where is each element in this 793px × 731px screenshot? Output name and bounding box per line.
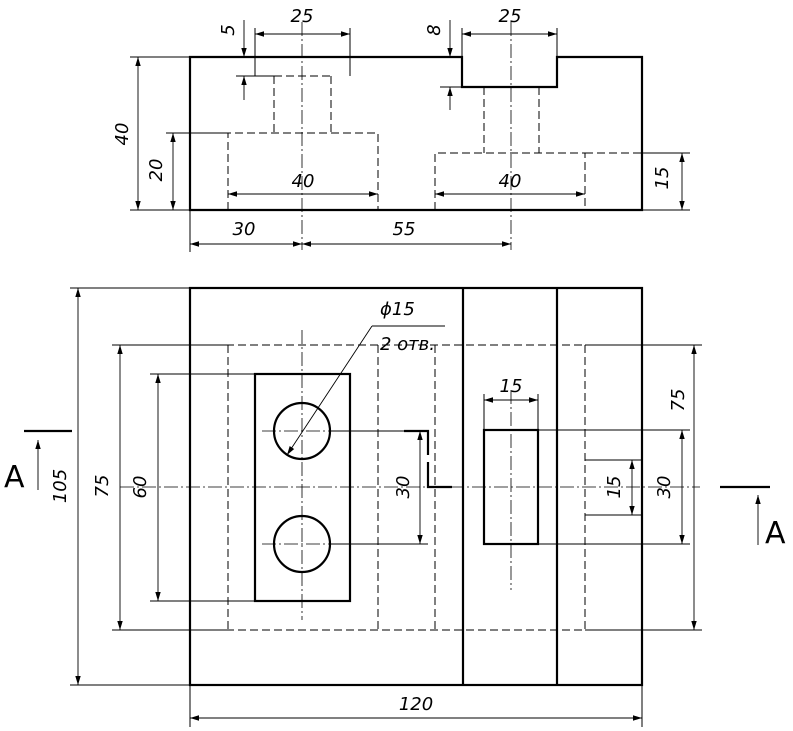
top-view-dimension-lines: [135, 20, 685, 247]
dim-front-overall-height-105: 105: [50, 469, 71, 503]
dim-top-width-40-left: 40: [292, 171, 315, 192]
dim-top-height-40: 40: [112, 123, 133, 146]
section-label-left: A: [4, 460, 25, 495]
dim-top-height-20: 20: [146, 159, 167, 182]
dim-front-height-75-left: 75: [92, 475, 113, 498]
section-cut-lower: [426, 462, 452, 489]
dim-front-height-15-right: 15: [604, 476, 625, 499]
dim-top-width-55: 55: [393, 219, 416, 240]
boss-rectangle: [253, 372, 352, 603]
top-view-dimension-texts: 40 20 15 40 40 30 55 25 25 5 8: [112, 6, 673, 240]
dim-top-width-30: 30: [233, 219, 256, 240]
hole-leader: [286, 325, 445, 456]
dim-top-depth-8: 8: [424, 24, 445, 35]
section-cut-upper: [404, 429, 430, 455]
front-view-dimension-lines: [75, 288, 697, 721]
top-view-hidden-lines: [227, 75, 642, 210]
dim-front-height-75-right: 75: [668, 389, 689, 412]
top-view-center-lines: [301, 22, 512, 250]
front-view: 105 75 60 30 30 75 15 15 120 ϕ15 2 отв. …: [4, 286, 786, 727]
dim-top-width-25-right: 25: [499, 6, 522, 27]
front-view-dimension-texts: 105 75 60 30 30 75 15 15 120 ϕ15 2 отв.: [50, 299, 689, 715]
dim-front-width-15-slot: 15: [500, 376, 523, 397]
dim-top-width-25-left: 25: [291, 6, 314, 27]
dim-hole-count: 2 отв.: [380, 334, 435, 355]
dim-top-height-15: 15: [652, 167, 673, 190]
top-view: 40 20 15 40 40 30 55 25 25 5 8: [112, 6, 690, 252]
dim-front-spacing-30-right: 30: [654, 476, 675, 499]
section-label-right: A: [765, 516, 786, 551]
front-view-hidden-lines: [190, 344, 642, 631]
dim-hole-diameter: ϕ15: [380, 299, 415, 320]
dim-top-depth-5: 5: [218, 24, 239, 35]
dim-front-height-60: 60: [130, 476, 151, 499]
front-view-outline: [188, 286, 644, 687]
dim-top-width-40-right: 40: [499, 171, 522, 192]
dim-front-spacing-30-left: 30: [393, 476, 414, 499]
dim-front-overall-width-120: 120: [399, 694, 433, 715]
top-view-outline: [188, 55, 644, 212]
section-cut-marks: [24, 429, 770, 545]
front-view-extension-lines: [70, 287, 702, 727]
